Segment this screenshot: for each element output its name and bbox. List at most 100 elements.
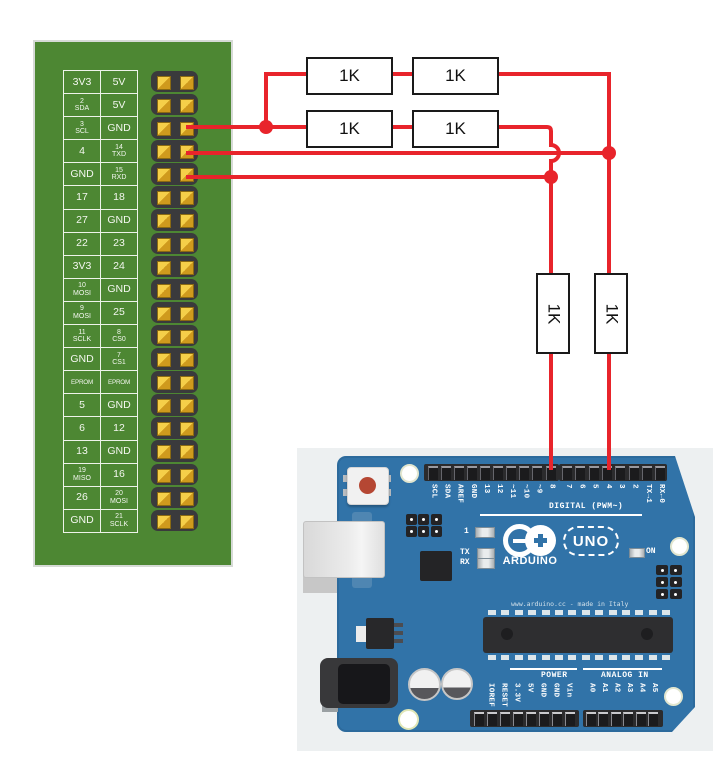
header-pin[interactable] xyxy=(623,712,633,726)
gpio-pin-row[interactable] xyxy=(151,278,198,301)
gpio-pin-row[interactable] xyxy=(151,440,198,462)
resistor-1k[interactable]: 1K xyxy=(594,273,628,354)
gpio-pin-row[interactable] xyxy=(151,186,198,208)
resistor-1k[interactable]: 1K xyxy=(536,273,570,354)
header-pin[interactable] xyxy=(641,466,652,480)
header-pin[interactable] xyxy=(479,466,490,480)
gpio-pin-pad[interactable] xyxy=(180,283,194,298)
header-pin[interactable] xyxy=(601,466,612,480)
gpio-pin-row[interactable] xyxy=(151,232,198,254)
header-pin[interactable] xyxy=(585,712,596,726)
icsp-pin[interactable] xyxy=(406,526,417,537)
gpio-pin-pad[interactable] xyxy=(157,168,171,183)
gpio-pin-pad[interactable] xyxy=(180,491,194,506)
gpio-pin-pad[interactable] xyxy=(157,98,171,113)
header-pin[interactable] xyxy=(512,712,523,726)
reset-button[interactable] xyxy=(347,467,389,505)
gpio-pin-row[interactable] xyxy=(151,301,198,324)
header-pin[interactable] xyxy=(564,712,575,726)
gpio-pin-row[interactable] xyxy=(151,371,198,393)
gpio-pin-pad[interactable] xyxy=(180,422,194,437)
gpio-pin-pad[interactable] xyxy=(180,214,194,229)
wire-gnd-divider-a[interactable] xyxy=(186,125,561,470)
icsp-pin[interactable] xyxy=(669,577,682,588)
header-pin[interactable] xyxy=(598,712,608,726)
gpio-pin-pad[interactable] xyxy=(157,491,171,506)
icsp-pin[interactable] xyxy=(669,589,682,600)
gpio-pin-row[interactable] xyxy=(151,209,198,231)
gpio-pin-pad[interactable] xyxy=(180,260,194,275)
gpio-pin-pad[interactable] xyxy=(157,191,171,206)
gpio-pin-pad[interactable] xyxy=(157,75,171,90)
header-pin[interactable] xyxy=(538,712,549,726)
gpio-pin-row[interactable] xyxy=(151,140,198,162)
gpio-pin-row[interactable] xyxy=(151,394,198,416)
gpio-pin-pad[interactable] xyxy=(180,75,194,90)
header-pin[interactable] xyxy=(493,466,504,480)
resistor-1k[interactable]: 1K xyxy=(306,110,393,148)
header-pin[interactable] xyxy=(440,466,451,480)
header-pin[interactable] xyxy=(648,712,658,726)
gpio-pin-pad[interactable] xyxy=(157,353,171,367)
icsp-pin[interactable] xyxy=(430,526,442,537)
gpio-pin-pad[interactable] xyxy=(157,399,171,414)
header-pin[interactable] xyxy=(610,712,621,726)
icsp-pin[interactable] xyxy=(669,565,682,575)
header-pin[interactable] xyxy=(453,466,464,480)
gpio-pin-pad[interactable] xyxy=(180,329,194,344)
gpio-pin-pad[interactable] xyxy=(180,399,194,414)
resistor-1k[interactable]: 1K xyxy=(306,57,393,95)
gpio-pin-row[interactable] xyxy=(151,324,198,347)
digital-header-strip-2[interactable] xyxy=(559,464,667,481)
gpio-pin-row[interactable] xyxy=(151,463,198,485)
gpio-pin-pad[interactable] xyxy=(180,445,194,460)
header-pin[interactable] xyxy=(506,466,517,480)
gpio-pin-pad[interactable] xyxy=(157,214,171,229)
gpio-pin-row[interactable] xyxy=(151,509,198,532)
resistor-1k[interactable]: 1K xyxy=(412,57,499,95)
gpio-pin-row[interactable] xyxy=(151,348,198,370)
gpio-pin-pad[interactable] xyxy=(180,468,194,483)
header-pin[interactable] xyxy=(615,466,626,480)
header-pin[interactable] xyxy=(486,712,497,726)
icsp-pin[interactable] xyxy=(406,514,417,525)
header-pin[interactable] xyxy=(588,466,599,480)
icsp-pin[interactable] xyxy=(430,514,442,525)
gpio-pin-pad[interactable] xyxy=(180,191,194,206)
gpio-pin-pad[interactable] xyxy=(180,98,194,113)
gpio-pin-pad[interactable] xyxy=(157,514,171,529)
header-pin[interactable] xyxy=(575,466,586,480)
gpio-pin-pad[interactable] xyxy=(157,468,171,483)
header-pin[interactable] xyxy=(519,466,530,480)
icsp-pin[interactable] xyxy=(656,589,668,600)
icsp-pin[interactable] xyxy=(656,565,668,575)
gpio-pin-pad[interactable] xyxy=(157,145,171,160)
gpio-pin-pad[interactable] xyxy=(180,237,194,252)
gpio-pin-pad[interactable] xyxy=(157,237,171,252)
gpio-pin-pad[interactable] xyxy=(157,306,171,321)
gpio-pin-row[interactable] xyxy=(151,70,198,93)
gpio-pin-pad[interactable] xyxy=(157,122,171,136)
gpio-pin-pad[interactable] xyxy=(157,283,171,298)
gpio-pin-row[interactable] xyxy=(151,117,198,139)
gpio-pin-row[interactable] xyxy=(151,93,198,116)
header-pin[interactable] xyxy=(628,466,639,480)
gpio-pin-pad[interactable] xyxy=(157,329,171,344)
gpio-pin-row[interactable] xyxy=(151,417,198,439)
header-pin[interactable] xyxy=(499,712,510,726)
header-pin[interactable] xyxy=(532,466,543,480)
header-pin[interactable] xyxy=(562,466,572,480)
gpio-pin-pad[interactable] xyxy=(180,376,194,391)
header-pin[interactable] xyxy=(473,712,484,726)
header-pin[interactable] xyxy=(635,712,646,726)
icsp-pin[interactable] xyxy=(656,577,668,588)
gpio-pin-pad[interactable] xyxy=(157,422,171,437)
header-pin[interactable] xyxy=(427,466,438,480)
resistor-1k[interactable]: 1K xyxy=(412,110,499,148)
gpio-pin-pad[interactable] xyxy=(157,260,171,275)
gpio-pin-pad[interactable] xyxy=(157,445,171,460)
icsp-pin[interactable] xyxy=(418,526,430,537)
gpio-pin-row[interactable] xyxy=(151,486,198,509)
gpio-pin-pad[interactable] xyxy=(180,514,194,529)
